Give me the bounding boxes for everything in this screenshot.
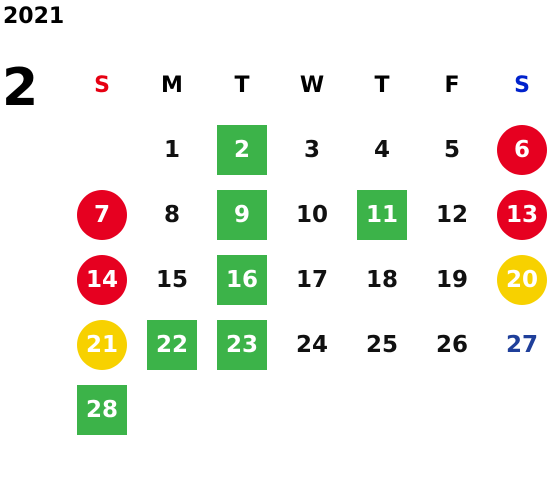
day-number: 4 xyxy=(373,137,390,163)
day-cell: 9 xyxy=(207,190,277,240)
day-number: 14 xyxy=(77,255,127,305)
day-number: 7 xyxy=(77,190,127,240)
day-cell: 17 xyxy=(277,255,347,305)
day-cell: 13 xyxy=(487,190,548,240)
weekday-label: M xyxy=(161,72,183,98)
day-cell: 6 xyxy=(487,125,548,175)
weekday-header-friday: F xyxy=(417,60,487,110)
day-number: 12 xyxy=(435,202,468,228)
weekday-label: S xyxy=(94,72,110,98)
day-cell: 25 xyxy=(347,320,417,370)
weekday-header-sunday: S xyxy=(67,60,137,110)
day-number: 9 xyxy=(217,190,267,240)
day-number: 6 xyxy=(497,125,547,175)
day-cell: 26 xyxy=(417,320,487,370)
day-number: 17 xyxy=(295,267,328,293)
day-cell: 21 xyxy=(67,320,137,370)
day-number: 11 xyxy=(357,190,407,240)
weekday-header-wednesday: W xyxy=(277,60,347,110)
day-cell: 16 xyxy=(207,255,277,305)
weekday-header-thursday: T xyxy=(347,60,417,110)
day-cell: 14 xyxy=(67,255,137,305)
day-cell: 1 xyxy=(137,125,207,175)
day-number: 13 xyxy=(497,190,547,240)
day-number: 27 xyxy=(505,332,538,358)
day-number: 18 xyxy=(365,267,398,293)
day-number: 28 xyxy=(77,385,127,435)
weekday-label: W xyxy=(299,72,325,98)
day-number: 20 xyxy=(497,255,547,305)
day-cell: 11 xyxy=(347,190,417,240)
day-cell: 22 xyxy=(137,320,207,370)
day-number: 23 xyxy=(217,320,267,370)
day-number: 8 xyxy=(163,202,180,228)
day-number: 26 xyxy=(435,332,468,358)
weekday-label: T xyxy=(234,72,250,98)
weekday-label: F xyxy=(444,72,460,98)
calendar-year: 2021 xyxy=(3,4,65,29)
day-cell: 20 xyxy=(487,255,548,305)
day-cell: 2 xyxy=(207,125,277,175)
day-cell: 5 xyxy=(417,125,487,175)
day-cell: 28 xyxy=(67,385,137,435)
day-number: 21 xyxy=(77,320,127,370)
day-cell: 12 xyxy=(417,190,487,240)
day-number: 19 xyxy=(435,267,468,293)
day-cell: 8 xyxy=(137,190,207,240)
day-number: 22 xyxy=(147,320,197,370)
weekday-header-tuesday: T xyxy=(207,60,277,110)
day-number: 3 xyxy=(303,137,320,163)
weekday-header-saturday: S xyxy=(487,60,548,110)
weekday-label: T xyxy=(374,72,390,98)
day-cell: 18 xyxy=(347,255,417,305)
day-cell: 15 xyxy=(137,255,207,305)
day-cell: 7 xyxy=(67,190,137,240)
day-number: 10 xyxy=(295,202,328,228)
day-cell: 23 xyxy=(207,320,277,370)
calendar-month-number: 2 xyxy=(2,58,39,118)
weekday-header-monday: M xyxy=(137,60,207,110)
day-cell: 3 xyxy=(277,125,347,175)
day-cell: 10 xyxy=(277,190,347,240)
day-number: 25 xyxy=(365,332,398,358)
day-cell: 27 xyxy=(487,320,548,370)
day-number: 5 xyxy=(443,137,460,163)
day-cell: 19 xyxy=(417,255,487,305)
day-number: 2 xyxy=(217,125,267,175)
day-cell: 4 xyxy=(347,125,417,175)
weekday-label: S xyxy=(514,72,530,98)
day-number: 16 xyxy=(217,255,267,305)
day-number: 15 xyxy=(155,267,188,293)
day-number: 24 xyxy=(295,332,328,358)
day-number: 1 xyxy=(163,137,180,163)
day-cell: 24 xyxy=(277,320,347,370)
